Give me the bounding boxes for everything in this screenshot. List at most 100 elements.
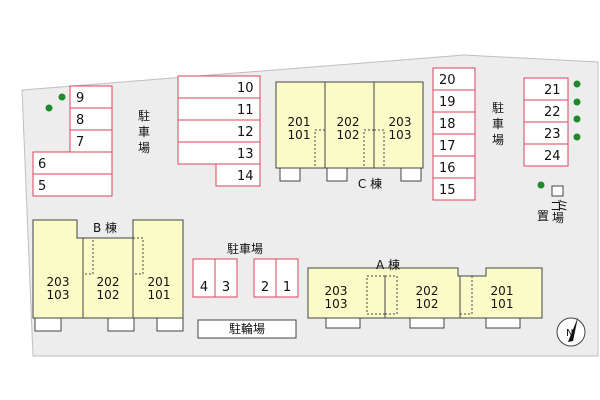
building-entrance [459,275,473,315]
room-number: 103 [47,288,70,302]
north-label: N [566,328,573,339]
parking-slot-label: 11 [237,103,254,118]
room-number: 102 [97,288,120,302]
tree-icon [573,98,581,106]
building-step [485,317,521,329]
building-b-label: B 棟 [93,220,117,235]
parking-label-char: 場 [138,141,150,155]
building-step [34,317,62,332]
tree-icon [45,104,53,112]
parking-slot-label: 12 [237,125,254,140]
parking-slot-label: 1 [283,280,291,295]
parking-slot-1 [275,258,299,298]
parking-slot-label: 8 [76,113,84,128]
building-entrance [82,237,94,275]
room-number: 203 [325,284,348,298]
garbage-box-icon [551,185,564,197]
tree-icon [58,93,66,101]
building-c-body [275,81,424,169]
room-number: 101 [148,288,171,302]
room-number: 201 [491,284,514,298]
building-entrance [314,129,326,169]
parking-left: 9 8 7 6 5 [32,85,113,197]
tree-icon [573,133,581,141]
parking-slot-label: 10 [237,81,254,96]
tree-icon [573,80,581,88]
room-number: 202 [337,115,360,129]
parking-slot-14 [215,163,261,187]
building-b: 203 103 202 102 201 101 B 棟 [32,219,184,332]
parking-right-column: 20 19 18 17 16 15 [432,67,476,201]
parking-slot-label: 4 [200,280,208,295]
room-number: 203 [389,115,412,129]
building-step [107,317,135,332]
building-c-label: C 棟 [358,176,382,191]
parking-slot-label: 3 [222,280,230,295]
parking-slot-label: 13 [237,147,254,162]
parking-slot-label: 6 [38,157,46,172]
building-entrance [384,275,398,315]
bicycle-parking [197,319,297,339]
parking-label-char: 駐 [138,108,150,123]
room-number: 203 [47,275,70,289]
garbage-label-char: ミ [557,199,569,213]
tree-icon [573,115,581,123]
building-entrance [373,129,385,169]
garbage-label-char: 場 [552,211,564,225]
tree-icons [45,80,581,189]
parking-slot-label: 5 [38,179,46,194]
building-c: 201 101 202 102 203 103 C 棟 [275,81,424,191]
room-number: 101 [491,297,514,311]
building-a-body [307,267,543,319]
parking-slot-label: 14 [237,169,254,184]
parking-slot-15 [432,177,476,201]
room-number: 102 [416,297,439,311]
building-step [156,317,184,332]
room-number: 102 [337,128,360,142]
parking-slot-5 [32,173,113,197]
parking-label-char: 場 [492,133,504,147]
tree-icon [537,181,545,189]
parking-slot-label: 20 [439,73,456,88]
building-step [326,167,348,182]
parking-label-left: 駐 車 場 [138,108,150,155]
parking-slot-24 [523,143,569,167]
room-number: 201 [148,275,171,289]
room-number: 103 [389,128,412,142]
parking-label-right: 駐 車 場 [492,100,504,147]
parking-label-middle: 駐車場 [227,241,263,256]
building-step [279,167,301,182]
parking-slot-label: 18 [439,117,456,132]
parking-slot-label: 21 [544,83,561,98]
building-step [325,317,361,329]
parking-slot-3 [214,258,238,298]
garbage-station: ゴ ミ 置 場 [537,185,569,225]
room-number: 201 [288,115,311,129]
garbage-label-char: ゴ [550,198,562,213]
building-a: 203 103 202 102 201 101 A 棟 [307,257,543,329]
parking-slot-label: 16 [439,161,456,176]
bicycle-parking-label: 駐輪場 [229,321,265,336]
parking-far-right: 21 22 23 24 [523,77,569,167]
parking-slot-label: 19 [439,95,456,110]
parking-middle: 4 3 2 1 [192,258,299,298]
building-step [409,317,445,329]
parking-slot-label: 7 [76,135,84,150]
parking-slot-label: 17 [439,139,456,154]
parking-slot-label: 15 [439,183,456,198]
parking-label-char: 駐 [492,100,504,115]
parking-label-char: 車 [492,117,504,131]
room-number: 103 [325,297,348,311]
room-number: 202 [416,284,439,298]
parking-slot-label: 24 [544,149,561,164]
parking-label-char: 車 [138,125,150,139]
building-step [400,167,422,182]
building-a-label: A 棟 [376,257,400,272]
parking-slot-label: 23 [544,127,561,142]
garbage-label-char: 置 [537,209,549,223]
room-number: 101 [288,128,311,142]
parking-slot-label: 2 [261,280,269,295]
parking-slot-label: 9 [76,91,84,106]
